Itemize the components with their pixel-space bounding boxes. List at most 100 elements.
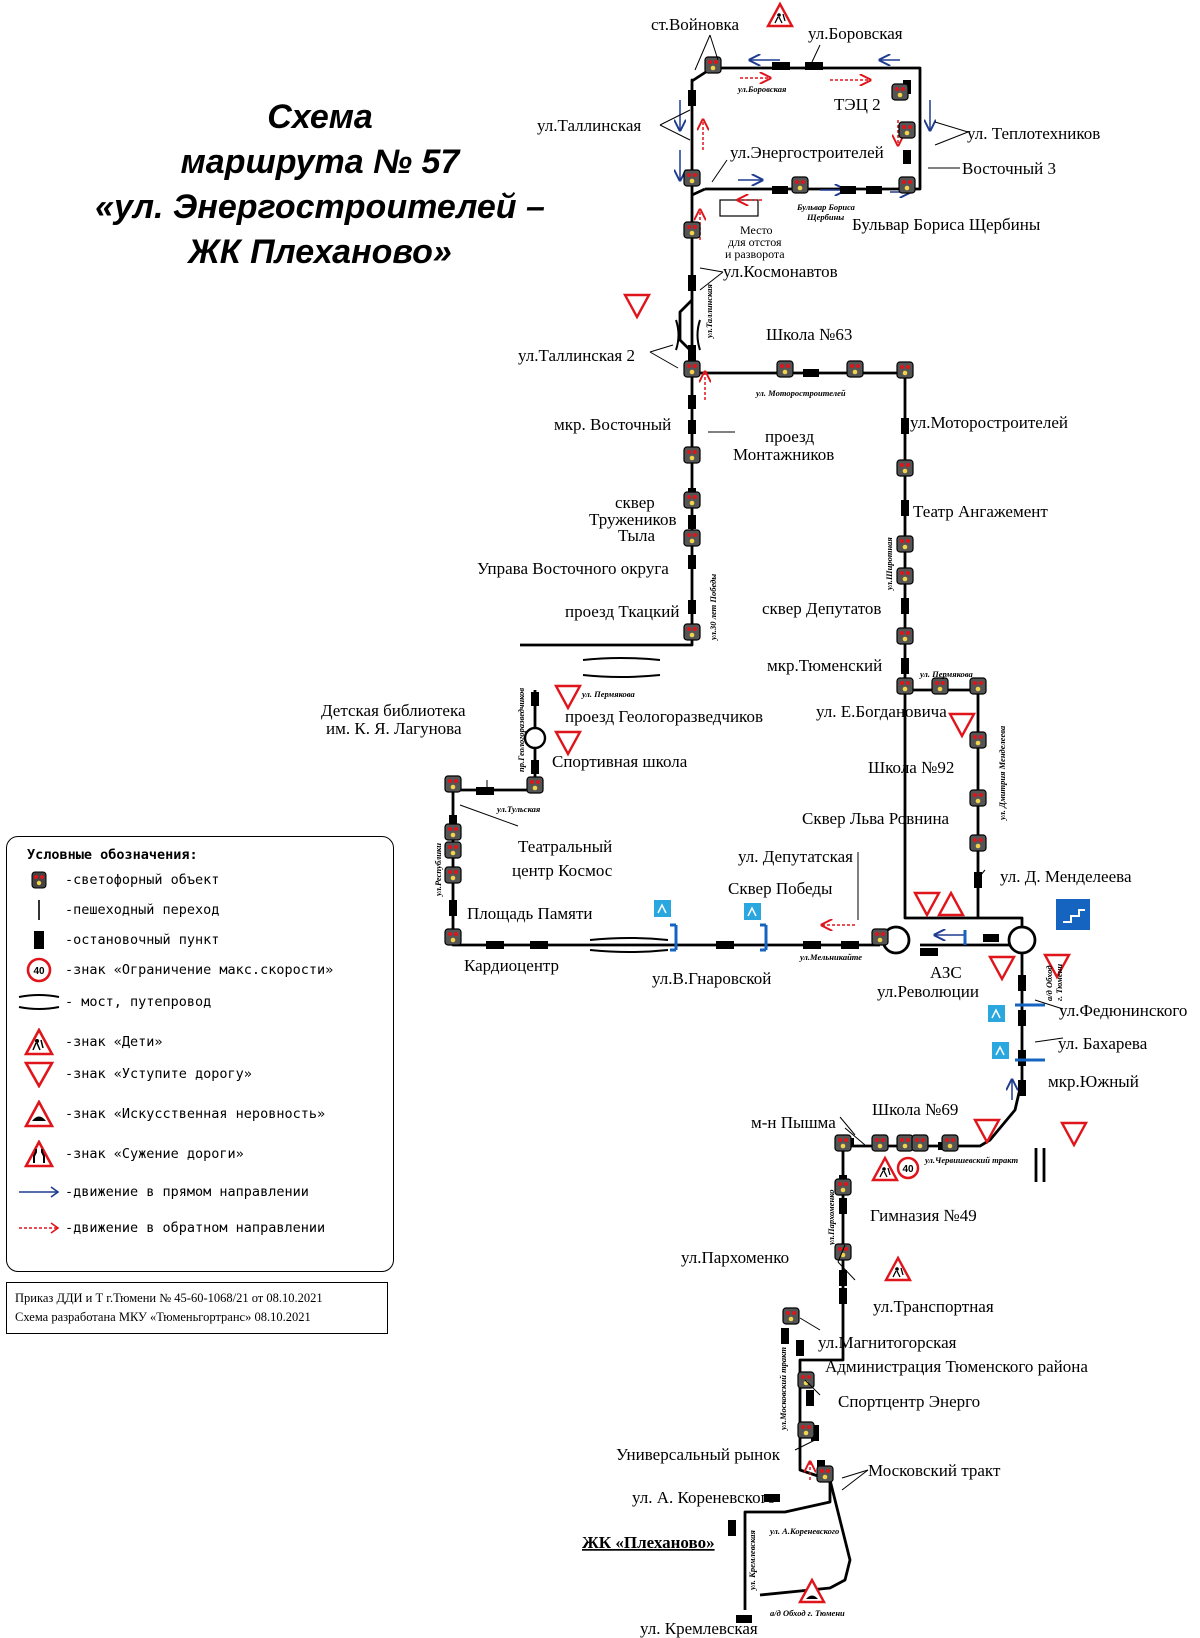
yield-sign-icon bbox=[972, 1118, 1002, 1145]
bus-stop-icon bbox=[796, 1340, 804, 1356]
traffic-light-icon bbox=[898, 121, 916, 139]
street-tallinskaya: ул.Таллинская bbox=[704, 284, 714, 339]
label-mesto-2: для отстоя bbox=[728, 235, 782, 249]
children-sign-icon bbox=[17, 1027, 61, 1057]
legend-item-return: -движение в обратном направлении bbox=[17, 1213, 325, 1243]
traffic-lights bbox=[444, 56, 987, 1483]
traffic-light-icon bbox=[444, 866, 462, 884]
speed-limit-value: 40 bbox=[902, 1164, 914, 1175]
label-teplotehnikov: ул. Теплотехников bbox=[967, 124, 1100, 143]
forward-arrow-icon bbox=[17, 1177, 61, 1207]
legend-text: - мост, путепровод bbox=[65, 994, 212, 1010]
label-bogdanovicha: ул. Е.Богдановича bbox=[816, 702, 947, 721]
bus-stop-icon bbox=[920, 948, 938, 956]
yield-sign-icon bbox=[947, 712, 977, 739]
bus-stop-icon bbox=[901, 658, 909, 674]
traffic-light-icon bbox=[834, 1178, 852, 1196]
label-magnitogorskaya: ул.Магнитогорская bbox=[818, 1333, 957, 1352]
return-arrow-icon bbox=[17, 1213, 61, 1243]
legend-text: -знак «Ограничение макс.скорости» bbox=[65, 962, 334, 978]
legend-item-speed-bump: -знак «Искусственная неровность» bbox=[17, 1099, 325, 1129]
children-sign-icon bbox=[870, 1155, 900, 1182]
label-pyshma: м-н Пышма bbox=[751, 1113, 836, 1132]
label-voynovka: ст.Войновка bbox=[651, 15, 740, 34]
traffic-light-icon bbox=[896, 459, 914, 477]
traffic-light-icon bbox=[683, 221, 701, 239]
road-signs bbox=[553, 1, 1089, 1604]
label-mendeleeva: ул. Д. Менделеева bbox=[1000, 867, 1132, 886]
stop-labels: ст.Войновка ул.Боровская ул.Таллинская Т… bbox=[321, 15, 1187, 1638]
bus-stop-icon bbox=[688, 345, 696, 361]
legend-item-forward: -движение в прямом направлении bbox=[17, 1177, 309, 1207]
traffic-light-icon bbox=[444, 841, 462, 859]
street-melnikayte: ул.Мельникайте bbox=[799, 952, 862, 962]
crosswalk-sign-icon bbox=[654, 900, 671, 917]
bus-stop-icon bbox=[728, 1520, 736, 1536]
traffic-light-icon bbox=[782, 1307, 800, 1325]
label-gimnaziya49: Гимназия №49 bbox=[870, 1206, 977, 1225]
traffic-light-icon bbox=[683, 491, 701, 509]
traffic-light-icon bbox=[834, 1243, 852, 1261]
traffic-light-icon bbox=[896, 627, 914, 645]
bus-stop-icon bbox=[811, 1425, 819, 1441]
speed-bump-sign-icon bbox=[17, 1099, 61, 1129]
label-teatralny-2: центр Космос bbox=[512, 861, 613, 880]
bus-stop-icon bbox=[1018, 975, 1026, 991]
label-kosmonavtov: ул.Космонавтов bbox=[723, 262, 838, 281]
traffic-light-icon bbox=[444, 775, 462, 793]
street-obhod-1: а/д Обход bbox=[1044, 965, 1054, 1001]
street-bulvar-2: Щербины bbox=[806, 212, 844, 222]
bus-stop-icon bbox=[1018, 1080, 1026, 1096]
street-mendeleeva: ул. Дмитрия Менделеева bbox=[997, 725, 1007, 821]
bus-stop-icon bbox=[688, 275, 696, 291]
yield-sign-icon bbox=[1042, 953, 1072, 980]
legend-text: -пешеходный переход bbox=[65, 902, 220, 918]
yield-sign-icon bbox=[17, 1059, 61, 1089]
label-skver-deputatov: сквер Депутатов bbox=[762, 599, 881, 618]
parking-area bbox=[719, 199, 759, 217]
legend-item-crosswalk: -пешеходный переход bbox=[17, 895, 219, 925]
traffic-light-icon bbox=[969, 834, 987, 852]
legend-text: -светофорный объект bbox=[65, 872, 220, 888]
bus-stop-icon bbox=[781, 1328, 789, 1344]
traffic-light-icon bbox=[683, 623, 701, 641]
label-parhomenko: ул.Пархоменко bbox=[681, 1248, 789, 1267]
title-line-1: Схема bbox=[267, 98, 373, 136]
children-sign-icon bbox=[883, 1255, 913, 1282]
street-korenevskogo: ул. А.Кореневского bbox=[769, 1526, 839, 1536]
bus-stop-icon bbox=[974, 872, 982, 888]
traffic-light-icon bbox=[911, 1134, 929, 1152]
traffic-light-icon bbox=[683, 529, 701, 547]
bus-stop-icon bbox=[903, 150, 911, 164]
label-geologorazvedchikov: проезд Геологоразведчиков bbox=[565, 707, 763, 726]
bus-stop-icon bbox=[841, 941, 859, 949]
label-shkola63: Школа №63 bbox=[766, 325, 852, 344]
yield-sign-icon bbox=[987, 955, 1017, 982]
traffic-light-icon bbox=[969, 789, 987, 807]
speed-bump-sign-icon bbox=[797, 1577, 827, 1604]
label-shkola92: Школа №92 bbox=[868, 758, 954, 777]
bus-stop-icon bbox=[772, 62, 790, 70]
children-sign-icon bbox=[765, 1, 795, 28]
label-kremlevskaya: ул. Кремлевская bbox=[640, 1619, 758, 1638]
road-narrowing-sign-icon bbox=[17, 1139, 61, 1169]
yield-sign-icon bbox=[912, 891, 942, 918]
traffic-light-icon bbox=[896, 1134, 914, 1152]
crosswalk-sign-icon bbox=[744, 903, 761, 920]
traffic-light-icon bbox=[896, 567, 914, 585]
street-borovskaya: ул.Боровская bbox=[737, 84, 787, 94]
bus-stop-icon bbox=[688, 515, 696, 529]
label-ploschad-pamyati: Площадь Памяти bbox=[467, 904, 592, 923]
legend-item-bridge: - мост, путепровод bbox=[17, 987, 211, 1017]
traffic-light-icon bbox=[871, 1134, 889, 1152]
label-truzhenikov-3: Тыла bbox=[618, 526, 655, 545]
bus-stop-icon bbox=[531, 692, 539, 706]
street-parhomenko: ул.Пархоменко bbox=[826, 1190, 836, 1247]
bus-stop-icon bbox=[840, 186, 856, 194]
label-korenevskogo: ул. А. Кореневского bbox=[632, 1488, 776, 1507]
traffic-light-icon bbox=[776, 360, 794, 378]
legend-item-yield: -знак «Уступите дорогу» bbox=[17, 1059, 252, 1089]
bus-stop-icon bbox=[17, 925, 61, 955]
bus-stop-icon bbox=[764, 1494, 780, 1502]
bus-stop-icon bbox=[449, 900, 457, 916]
